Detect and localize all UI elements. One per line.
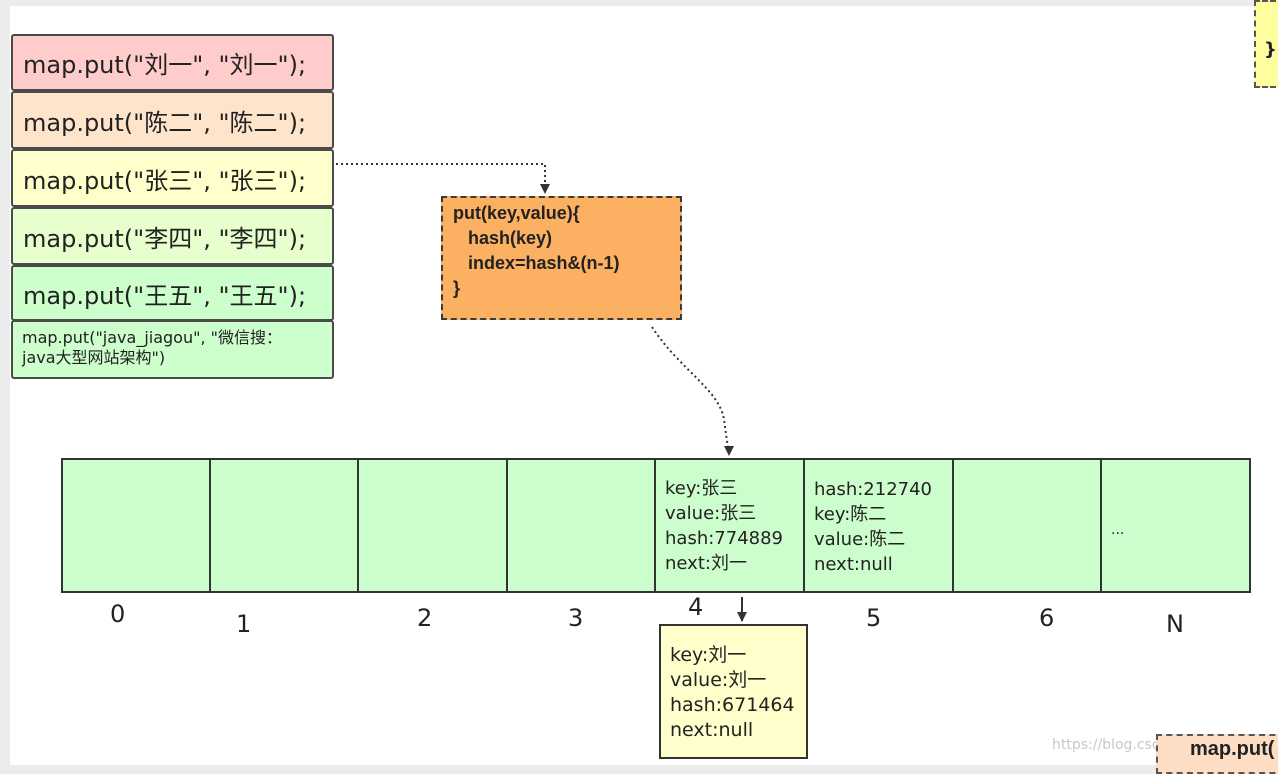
node-entry-line: next:null	[670, 719, 754, 741]
put-call-java-jiagou: map.put("java_jiagou", "微信搜： java大型网站架构"…	[11, 320, 334, 379]
bucket-0	[61, 458, 211, 593]
bucket-4: key:张三 value:张三 hash:774889 next:刘一	[654, 458, 805, 593]
put-call-label: map.put("刘一", "刘一");	[23, 51, 307, 79]
bucket-entry-line: next:刘一	[665, 553, 747, 574]
bucket-index-label: 1	[236, 610, 252, 638]
put-call-label: map.put("李四", "李四");	[23, 224, 307, 253]
corner-code-text: }	[1264, 39, 1277, 60]
put-call-li-si: map.put("李四", "李四");	[11, 207, 334, 265]
put-call-label: map.put("张三", "张三");	[23, 166, 307, 195]
put-function-box: put(key,value){ hash(key) index=hash&(n-…	[441, 196, 682, 320]
bucket-3	[506, 458, 656, 593]
node-entry-line: value:刘一	[670, 669, 767, 691]
bucket-ellipsis: ...	[1111, 522, 1125, 538]
put-function-line: index=hash&(n-1)	[453, 253, 620, 273]
corner-code-box: }	[1254, 0, 1278, 88]
bucket-entry-line: key:陈二	[814, 504, 887, 525]
bucket-2	[357, 458, 508, 593]
corner-put-text: map.put(	[1190, 738, 1275, 760]
bucket-index-label: N	[1166, 610, 1184, 638]
bucket-entry-line: hash:774889	[665, 528, 784, 549]
put-call-label: map.put("陈二", "陈二");	[23, 108, 307, 137]
arrow-function-to-bucket	[651, 326, 734, 456]
put-call-line1: map.put("java_jiagou", "微信搜：	[22, 328, 283, 347]
bucket-6	[952, 458, 1102, 593]
put-call-chen-er: map.put("陈二", "陈二");	[11, 91, 334, 149]
bucket-entry-line: key:张三	[665, 478, 738, 499]
bucket-n: ...	[1100, 458, 1251, 593]
put-call-zhang-san: map.put("张三", "张三");	[11, 149, 334, 207]
bucket-entry-line: value:陈二	[814, 529, 906, 550]
bucket-index-label: 3	[568, 604, 584, 632]
put-function-line: hash(key)	[453, 228, 553, 248]
bucket-index-label: 6	[1039, 604, 1055, 632]
bucket-entry-line: value:张三	[665, 503, 757, 524]
bucket-index-label: 0	[110, 600, 126, 628]
bucket-index-label: 4	[688, 593, 704, 621]
bucket-index-label: 2	[417, 604, 433, 632]
bucket-entry-line: next:null	[814, 554, 893, 575]
put-function-line: }	[453, 278, 461, 298]
put-call-liu-yi: map.put("刘一", "刘一");	[11, 34, 334, 91]
node-entry-line: hash:671464	[670, 694, 795, 716]
put-function-line: put(key,value){	[453, 203, 580, 223]
bucket-index-label: 5	[866, 604, 882, 632]
bucket-entry-line: hash:212740	[814, 479, 933, 500]
bucket-5: hash:212740 key:陈二 value:陈二 next:null	[803, 458, 954, 593]
linked-list-node: key:刘一 value:刘一 hash:671464 next:null	[659, 624, 808, 759]
node-entry-line: key:刘一	[670, 644, 747, 666]
arrow-put-to-function	[336, 163, 550, 194]
put-call-line2: java大型网站架构")	[22, 348, 166, 367]
put-call-wang-wu: map.put("王五", "王五");	[11, 265, 334, 321]
put-call-label: map.put("王五", "王五");	[23, 281, 307, 310]
